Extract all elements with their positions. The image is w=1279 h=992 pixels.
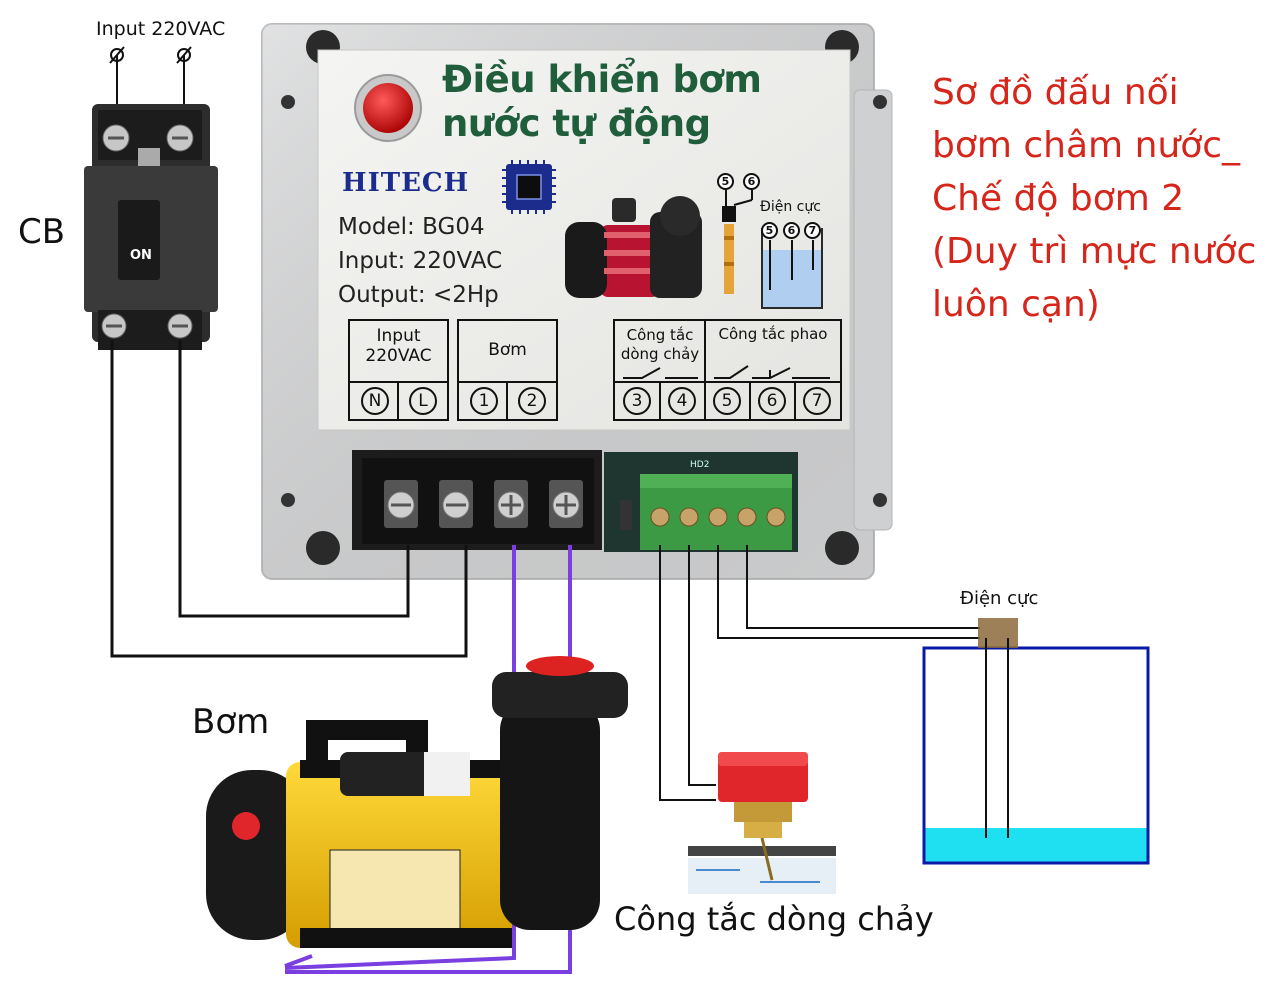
probe-terminal-6: 6 <box>743 173 760 190</box>
breaker-on-label: ON <box>130 248 152 263</box>
screw-terminal-icon[interactable] <box>439 480 473 528</box>
heading-line2: bơm châm nước_ <box>932 125 1241 166</box>
water-pump <box>206 656 628 948</box>
pump-label: Bơm <box>192 702 270 742</box>
terminal-1: 1 <box>470 387 498 415</box>
pump-wires <box>284 545 572 974</box>
reset-button[interactable] <box>354 74 422 142</box>
electrode-tank-icon <box>761 228 823 309</box>
terminal-4: 4 <box>668 387 696 415</box>
screw-terminal-icon[interactable] <box>384 480 418 528</box>
controller-title-line1: Điều khiển bơm <box>442 58 762 101</box>
terminal-3: 3 <box>623 387 651 415</box>
model-text: Model: BG04 <box>338 214 485 240</box>
flow-switch-label: Công tắc dòng chảy <box>614 900 934 938</box>
input-terminal-symbols <box>109 46 192 104</box>
probe-terminal-5: 5 <box>717 173 734 190</box>
electrode-holder-icon <box>978 618 1018 648</box>
group-input-line2: 220VAC <box>365 346 432 366</box>
tank-electrode-label: Điện cực <box>960 588 1039 609</box>
breaker-name-label: CB <box>18 212 66 252</box>
mounting-hole-icon <box>825 531 859 565</box>
breaker-switch[interactable] <box>118 200 160 280</box>
group-input-line1: Input <box>376 326 421 346</box>
chip-icon <box>502 160 556 214</box>
terminal-n: N <box>361 387 389 415</box>
brand-logo: HITECH <box>342 168 470 198</box>
group-float-label: Công tắc phao <box>718 325 828 343</box>
electrode-wires <box>717 545 980 639</box>
output-spec-text: Output: <2Hp <box>338 282 499 308</box>
breaker-input-label: Input 220VAC <box>96 18 226 40</box>
power-terminal-block <box>352 450 602 550</box>
controller-title: Điều khiển bơm nước tự động <box>442 58 762 146</box>
terminal-2: 2 <box>518 387 546 415</box>
screw-terminal-icon[interactable] <box>549 480 583 528</box>
heading-line3: Chế độ bơm 2 <box>932 178 1185 219</box>
heading-line5: luôn cạn) <box>932 284 1100 325</box>
pcb-terminal-block <box>604 452 798 552</box>
group-flow-line2: dòng chảy <box>620 345 700 363</box>
input-spec-text: Input: 220VAC <box>338 248 503 274</box>
power-wires <box>110 340 468 658</box>
board-marking: HD2 <box>690 460 710 470</box>
group-pump-label: Bơm <box>488 340 527 360</box>
screw-terminal-icon[interactable] <box>494 480 528 528</box>
controller-title-line2: nước tự động <box>442 102 711 145</box>
heading-line4: (Duy trì mực nước <box>932 231 1257 272</box>
terminal-5: 5 <box>713 387 741 415</box>
terminal-7: 7 <box>803 387 831 415</box>
group-input-label: Input 220VAC <box>349 326 448 366</box>
probe-icon <box>722 190 753 294</box>
electrode-terminal-5: 5 <box>761 222 778 239</box>
terminal-label-table <box>348 319 842 421</box>
diagram-heading: Sơ đồ đấu nối bơm châm nước_ Chế độ bơm … <box>932 66 1272 331</box>
water-tank <box>922 618 1150 865</box>
heading-line1: Sơ đồ đấu nối <box>932 72 1179 113</box>
terminal-l: L <box>409 387 437 415</box>
mounting-hole-icon <box>306 531 340 565</box>
terminal-6: 6 <box>758 387 786 415</box>
electrode-label-small: Điện cực <box>760 199 821 215</box>
controller-specs: Model: BG04 Input: 220VAC Output: <2Hp <box>338 210 502 312</box>
group-flow-label: Công tắc dòng chảy <box>616 326 704 364</box>
electrode-terminal-7: 7 <box>804 222 821 239</box>
electrode-terminal-6: 6 <box>783 222 800 239</box>
pump-icon <box>565 196 702 298</box>
circuit-breaker <box>84 104 218 350</box>
flow-switch <box>688 752 836 894</box>
flow-switch-wires <box>659 545 716 801</box>
group-flow-line1: Công tắc <box>626 326 694 344</box>
